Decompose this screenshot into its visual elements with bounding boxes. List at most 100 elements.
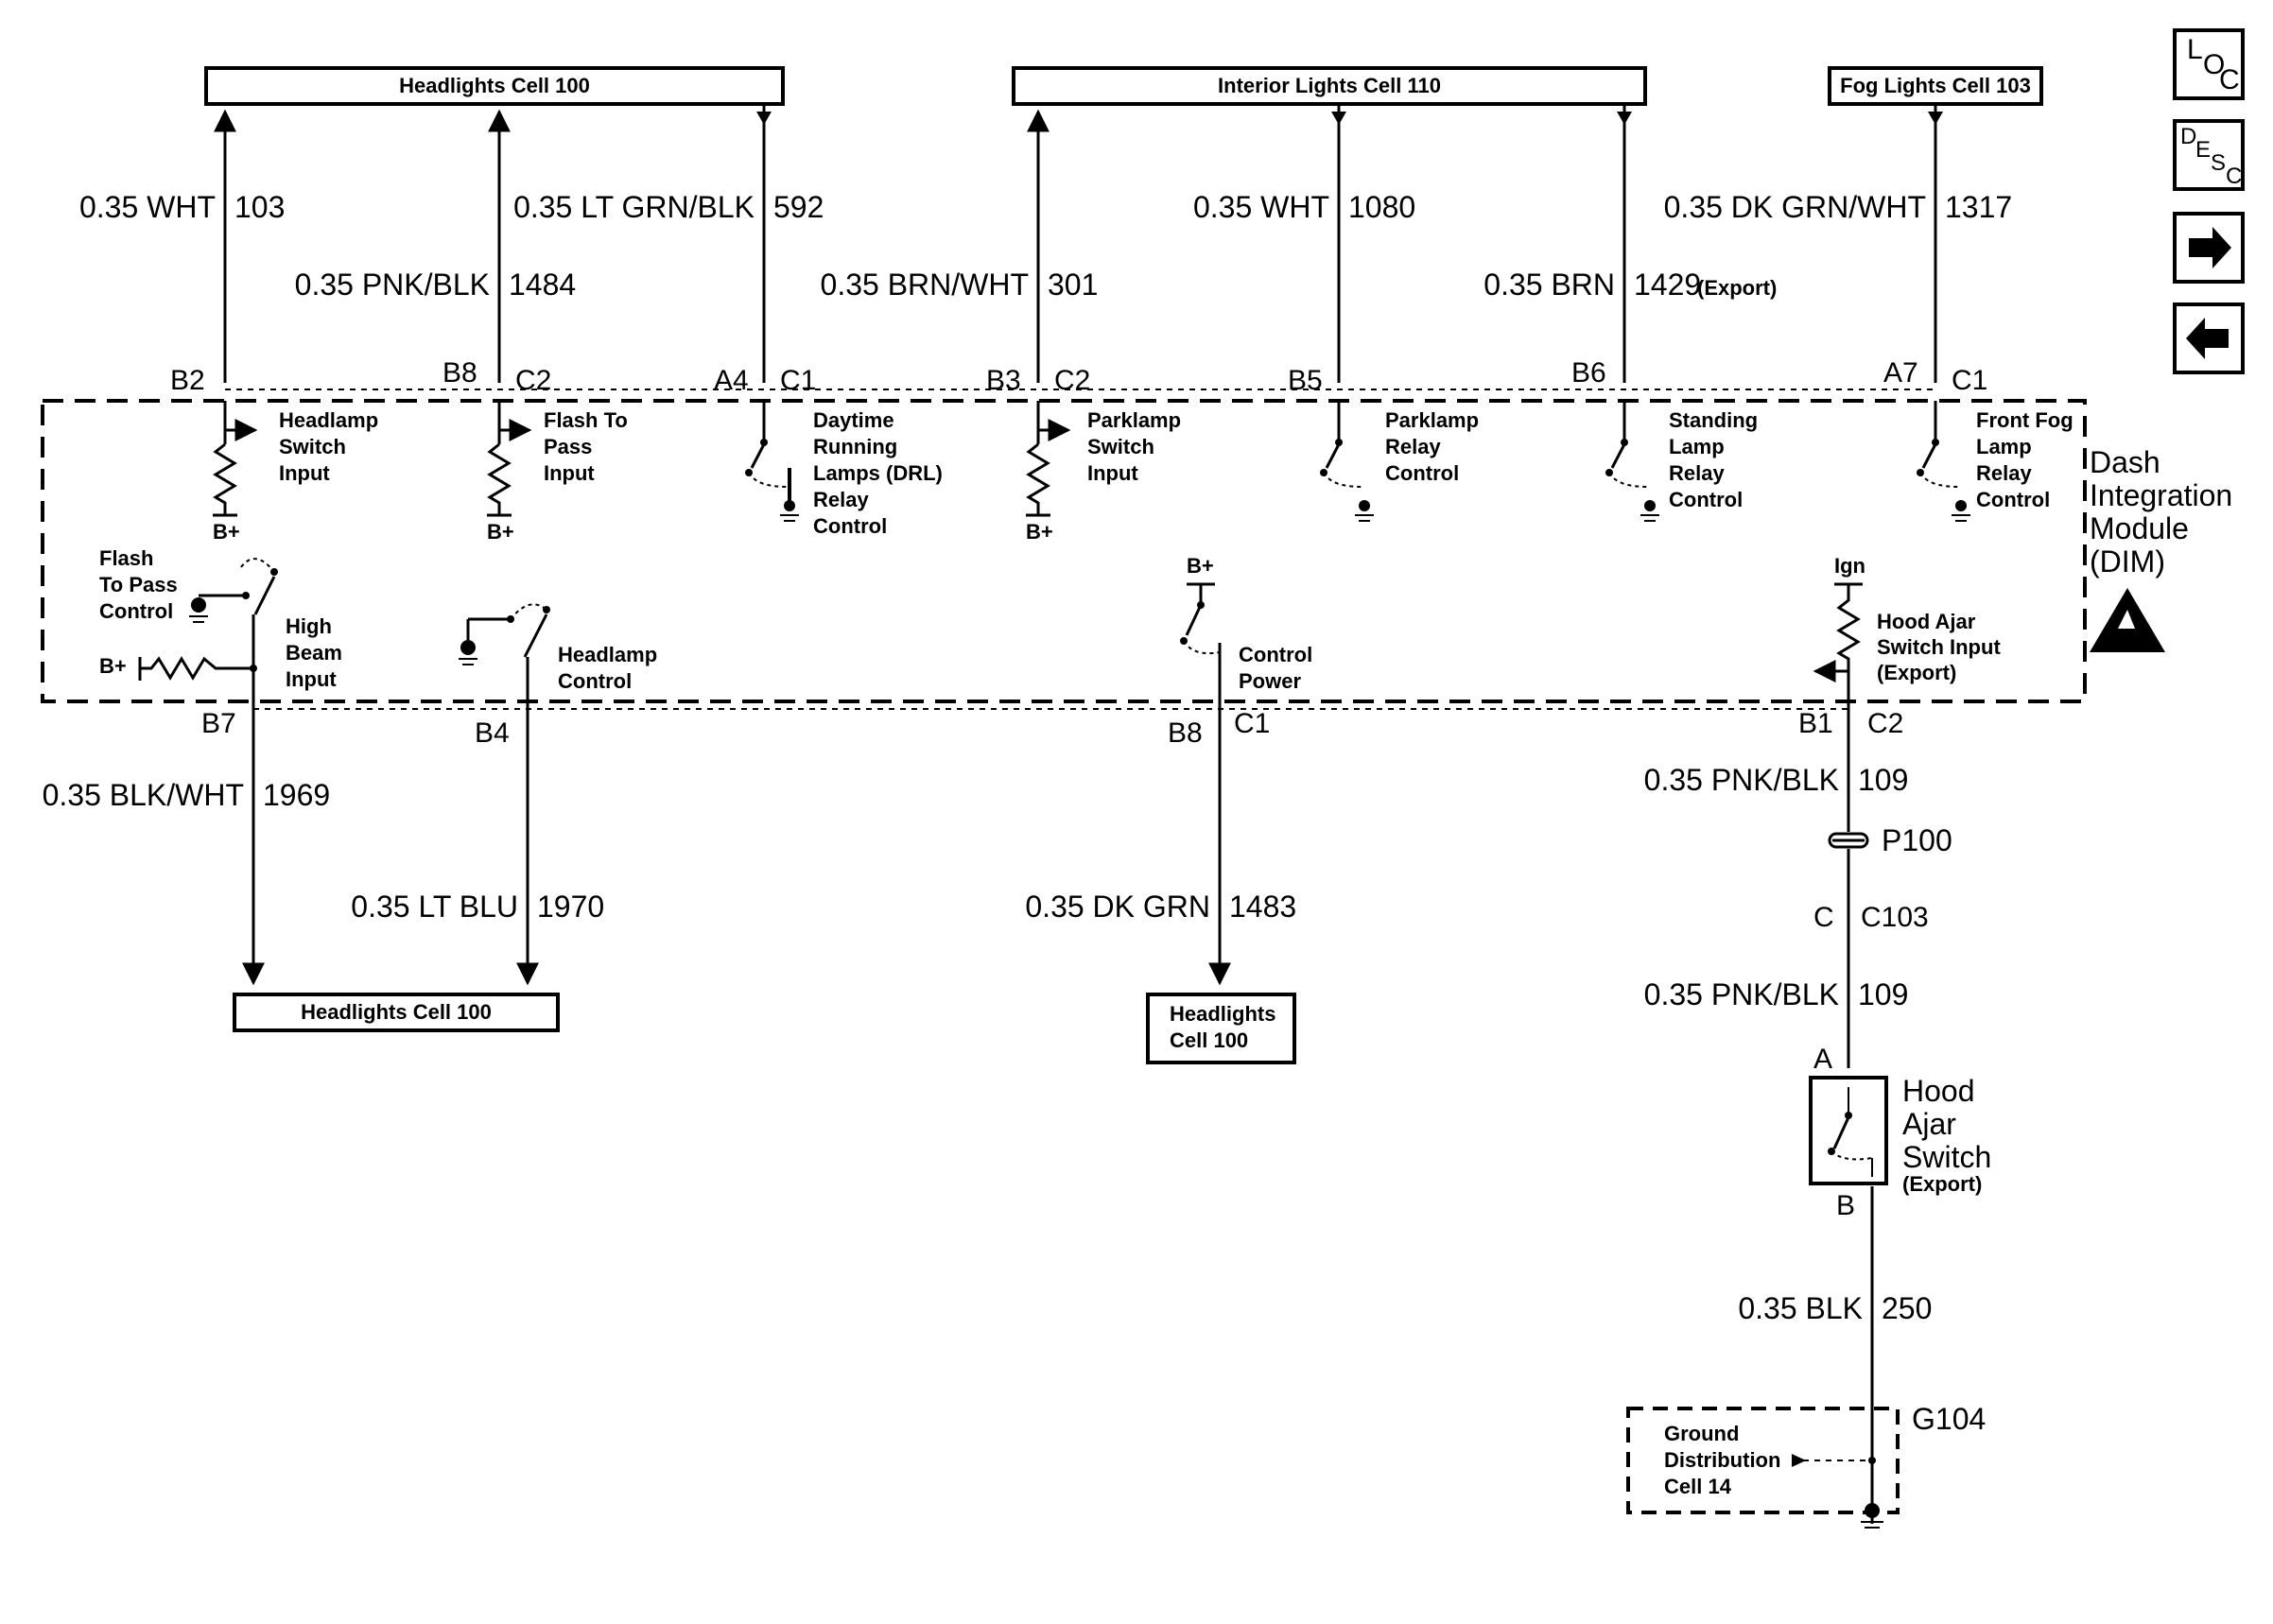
svg-text:A4: A4 <box>714 365 749 396</box>
next-arrow-button[interactable] <box>2173 212 2245 284</box>
svg-text:1080: 1080 <box>1348 190 1415 224</box>
bottom-pin-labels: B7 B4 B8 C1 B1 C2 <box>201 708 1903 749</box>
svg-text:C103: C103 <box>1861 902 1929 933</box>
headlights-cell-mid-box[interactable]: Headlights Cell 100 <box>1146 993 1296 1064</box>
svg-text:P100: P100 <box>1882 823 1952 857</box>
parklamp-switch-input-circuit: B+ Parklamp Switch Input <box>1026 401 1181 544</box>
svg-text:D: D <box>2180 124 2196 149</box>
interior-lights-cell-box[interactable]: Interior Lights Cell 110 <box>1012 66 1647 106</box>
wire-592: 0.35 LT GRN/BLK 592 <box>513 106 824 383</box>
parklamp-relay-control-circuit: Parklamp Relay Control <box>1320 401 1479 522</box>
svg-text:Switch: Switch <box>1087 435 1154 458</box>
svg-text:Flash To: Flash To <box>544 408 628 432</box>
high-beam-input-circuit: Flash To Pass Control B+ High Beam Input <box>99 546 342 701</box>
desc-button[interactable]: D E S C <box>2173 119 2245 191</box>
svg-text:Relay: Relay <box>1669 461 1725 485</box>
dim-module-box[interactable] <box>41 399 2087 703</box>
svg-text:C: C <box>2219 64 2240 95</box>
hood-ajar-switch[interactable]: A Hood Ajar Switch (Export) B <box>1809 1044 1991 1221</box>
svg-text:Input: Input <box>279 461 330 485</box>
svg-text:0.35 BRN/WHT: 0.35 BRN/WHT <box>821 268 1029 302</box>
svg-text:1969: 1969 <box>263 778 330 812</box>
headlights-cell-top-box[interactable]: Headlights Cell 100 <box>204 66 785 106</box>
svg-text:Interior Lights Cell 110: Interior Lights Cell 110 <box>1218 74 1441 97</box>
control-power-circuit: B+ Control Power <box>1180 554 1312 701</box>
loc-button[interactable]: L O C <box>2173 28 2245 100</box>
svg-text:B+: B+ <box>99 654 127 678</box>
svg-text:(Export): (Export) <box>1877 661 1956 684</box>
svg-text:Headlights Cell 100: Headlights Cell 100 <box>301 1000 492 1024</box>
svg-text:Lamp: Lamp <box>1669 435 1725 458</box>
svg-text:S: S <box>2211 150 2226 176</box>
svg-text:Input: Input <box>544 461 595 485</box>
svg-text:0.35 PNK/BLK: 0.35 PNK/BLK <box>295 268 490 302</box>
svg-text:109: 109 <box>1858 977 1908 1011</box>
svg-text:Ajar: Ajar <box>1902 1107 1956 1141</box>
svg-text:Headlamp: Headlamp <box>279 408 378 432</box>
svg-text:1429: 1429 <box>1634 268 1701 302</box>
svg-text:0.35 PNK/BLK: 0.35 PNK/BLK <box>1644 763 1839 797</box>
svg-text:0.35 BLK/WHT: 0.35 BLK/WHT <box>43 778 244 812</box>
svg-text:Integration: Integration <box>2090 478 2232 512</box>
svg-text:0.35 WHT: 0.35 WHT <box>1193 190 1329 224</box>
wire-1970: 0.35 LT BLU 1970 <box>351 701 604 986</box>
svg-text:Dash: Dash <box>2090 445 2160 479</box>
svg-text:B7: B7 <box>201 708 236 739</box>
svg-text:Control: Control <box>1669 488 1743 511</box>
svg-text:Flash: Flash <box>99 546 153 570</box>
svg-text:0.35 BLK: 0.35 BLK <box>1738 1291 1863 1325</box>
svg-text:Ground: Ground <box>1664 1422 1739 1445</box>
svg-text:109: 109 <box>1858 763 1908 797</box>
wire-1484: 0.35 PNK/BLK 1484 <box>295 109 576 383</box>
svg-text:0.35 BRN: 0.35 BRN <box>1484 268 1615 302</box>
svg-text:(Export): (Export) <box>1697 276 1777 300</box>
svg-text:Relay: Relay <box>1976 461 2032 485</box>
svg-text:Headlamp: Headlamp <box>558 643 657 666</box>
svg-text:Lamps (DRL): Lamps (DRL) <box>813 461 943 485</box>
svg-text:Control: Control <box>1976 488 2050 511</box>
svg-text:103: 103 <box>234 190 285 224</box>
fog-lights-cell-box[interactable]: Fog Lights Cell 103 <box>1828 66 2043 106</box>
svg-text:G104: G104 <box>1912 1402 1986 1436</box>
svg-text:Control: Control <box>1385 461 1459 485</box>
esd-warning-icon <box>2090 588 2165 652</box>
svg-text:Headlights Cell 100: Headlights Cell 100 <box>399 74 590 97</box>
svg-text:592: 592 <box>773 190 824 224</box>
svg-text:L: L <box>2187 34 2203 65</box>
svg-text:Front Fog: Front Fog <box>1976 408 2073 432</box>
svg-text:Fog Lights Cell 103: Fog Lights Cell 103 <box>1840 74 2031 97</box>
svg-text:A: A <box>1813 1044 1832 1075</box>
svg-text:Running: Running <box>813 435 897 458</box>
svg-text:1484: 1484 <box>509 268 576 302</box>
svg-text:Input: Input <box>1087 461 1138 485</box>
svg-text:B+: B+ <box>1026 520 1053 544</box>
svg-text:1483: 1483 <box>1229 890 1296 924</box>
svg-text:Switch: Switch <box>279 435 346 458</box>
svg-text:B+: B+ <box>487 520 514 544</box>
wire-109-lower: 0.35 PNK/BLK 109 <box>1644 977 1909 1011</box>
svg-text:Parklamp: Parklamp <box>1385 408 1479 432</box>
svg-text:Lamp: Lamp <box>1976 435 2032 458</box>
svg-text:0.35 LT GRN/BLK: 0.35 LT GRN/BLK <box>513 190 755 224</box>
svg-text:Relay: Relay <box>813 488 869 511</box>
svg-text:Standing: Standing <box>1669 408 1758 432</box>
svg-text:Control: Control <box>1239 643 1312 666</box>
standing-lamp-relay-control-circuit: Standing Lamp Relay Control <box>1605 401 1758 522</box>
svg-text:0.35 DK GRN/WHT: 0.35 DK GRN/WHT <box>1664 190 1926 224</box>
svg-text:C2: C2 <box>1054 365 1090 396</box>
svg-text:B2: B2 <box>170 365 205 396</box>
svg-text:0.35 WHT: 0.35 WHT <box>79 190 216 224</box>
dim-module-label: Dash Integration Module (DIM) <box>2090 445 2232 579</box>
svg-text:Control: Control <box>813 514 887 538</box>
svg-text:250: 250 <box>1882 1291 1932 1325</box>
wire-301: 0.35 BRN/WHT 301 <box>821 109 1098 383</box>
svg-text:B3: B3 <box>986 365 1021 396</box>
c103-connector: C C103 <box>1813 849 1929 1068</box>
svg-text:B8: B8 <box>1168 717 1203 749</box>
svg-text:Pass: Pass <box>544 435 592 458</box>
prev-arrow-button[interactable] <box>2173 302 2245 374</box>
svg-text:Cell 100: Cell 100 <box>1170 1028 1248 1052</box>
wire-1969: 0.35 BLK/WHT 1969 <box>43 701 330 986</box>
headlights-cell-bottom-box[interactable]: Headlights Cell 100 <box>233 993 560 1032</box>
